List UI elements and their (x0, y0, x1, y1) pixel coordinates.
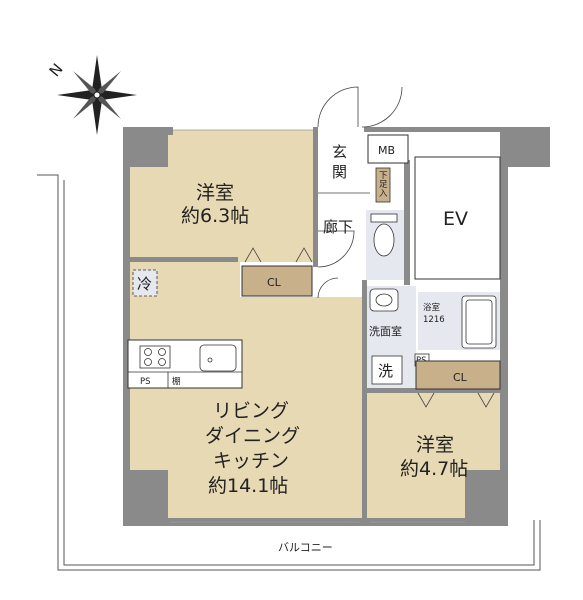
western-room-1-name: 洋室 (196, 182, 234, 204)
bath-line-2: 1216 (423, 315, 445, 325)
closet-2: CL (415, 360, 501, 390)
ldk-size: 約14.1帖 (208, 475, 288, 497)
western-room-2-name: 洋室 (416, 434, 454, 456)
fridge: 冷 (132, 269, 158, 297)
compass-label: N (46, 60, 67, 80)
meter-box: MB (367, 134, 409, 164)
compass: N (46, 55, 137, 135)
toilet-icon (370, 213, 398, 257)
kitchen-counter: PS 棚 (127, 339, 243, 389)
entrance-line-2: 関 (332, 163, 347, 181)
western-room-1: 洋室 約6.3帖 (181, 182, 313, 263)
elevator: EV (414, 156, 501, 280)
door-swings (317, 86, 403, 299)
shoe-box: 下 足 入 (375, 167, 391, 203)
shelf-label: 棚 (172, 376, 181, 387)
shoe-box-char-2: 足 (379, 180, 388, 190)
balcony: バルコニー (37, 174, 541, 571)
bath-line-1: 浴室 (423, 302, 441, 313)
ps-1-label: PS (140, 377, 151, 387)
washroom: 洗面室 洗 (369, 288, 403, 385)
meter-box-label: MB (378, 144, 395, 157)
elevator-label: EV (443, 208, 468, 230)
shoe-box-label: 下 足 入 (379, 171, 390, 199)
ldk: リビング ダイニング キッチン 約14.1帖 (205, 400, 300, 497)
ldk-floor (128, 262, 362, 520)
western-room-1-size: 約6.3帖 (181, 205, 249, 227)
hallway-label: 廊下 (323, 218, 353, 236)
windows (170, 129, 465, 523)
compass-rose-icon (57, 55, 137, 135)
sink-icon (199, 344, 237, 372)
closet-2-label: CL (453, 371, 468, 384)
stove-icon (139, 345, 171, 369)
ldk-line-2: ダイニング (205, 425, 300, 447)
bath: 浴室 1216 (423, 295, 497, 349)
western-room-2: 洋室 約4.7帖 (400, 392, 495, 480)
entrance: 玄 関 (318, 143, 370, 194)
ldk-line-1: リビング (213, 400, 289, 422)
fridge-label: 冷 (137, 275, 152, 293)
shoe-box-char-3: 入 (379, 189, 388, 199)
room-fills (128, 130, 502, 520)
ldk-line-3: キッチン (213, 450, 289, 472)
balcony-label: バルコニー (278, 541, 333, 554)
washer-label: 洗 (378, 362, 393, 380)
western-room-2-size: 約4.7帖 (400, 458, 468, 480)
entrance-line-1: 玄 (332, 143, 347, 161)
shoe-box-char-1: 下 (379, 171, 388, 181)
closet-1-label: CL (267, 276, 282, 289)
closet-1: CL (241, 265, 313, 297)
washroom-label: 洗面室 (369, 324, 402, 338)
